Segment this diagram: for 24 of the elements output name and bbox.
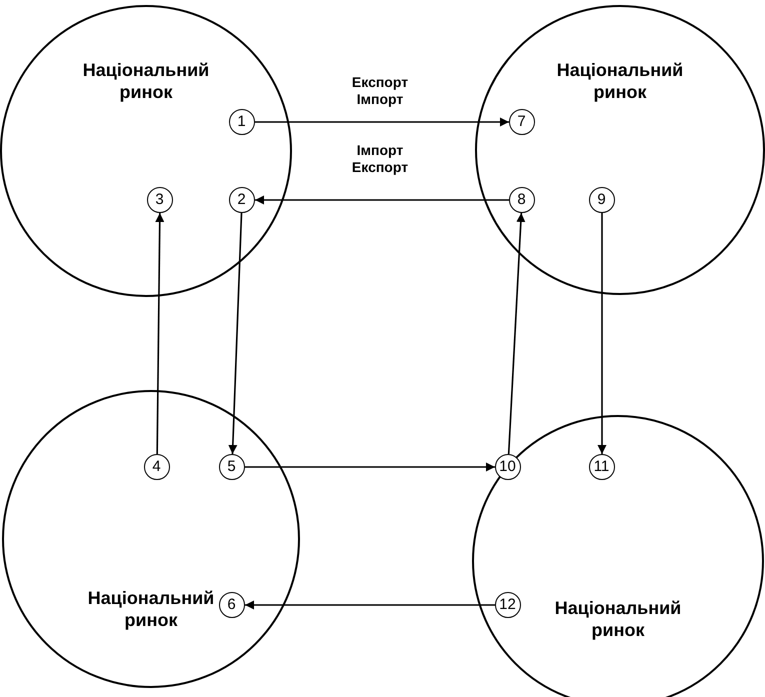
arrow <box>228 212 242 454</box>
numbered-circle: 5 <box>218 454 244 480</box>
numbered-circle: 7 <box>508 108 534 134</box>
numbered-circle: 11 <box>588 454 614 480</box>
numbered-circle: 12 <box>494 592 520 618</box>
arrow <box>245 600 495 610</box>
numbered-circle: 3 <box>146 186 172 212</box>
arrow <box>155 213 164 454</box>
arrow <box>508 212 526 454</box>
numbered-circle: 10 <box>494 454 520 480</box>
market-heading: Національний ринок <box>554 597 682 641</box>
numbered-circle: 6 <box>218 592 244 618</box>
numbered-circle: 9 <box>588 186 614 212</box>
market-heading: Національний ринок <box>556 59 684 103</box>
arrow <box>255 118 509 126</box>
market-heading: Національний ринок <box>82 59 210 103</box>
arrow <box>255 196 509 204</box>
numbered-circle: 1 <box>228 108 254 134</box>
numbered-circle: 8 <box>508 186 534 212</box>
market-heading: Національний ринок <box>86 587 216 631</box>
numbered-circle: 4 <box>144 454 170 480</box>
numbered-circle: 2 <box>228 186 254 212</box>
arrow <box>245 462 495 472</box>
arrow <box>598 213 606 454</box>
